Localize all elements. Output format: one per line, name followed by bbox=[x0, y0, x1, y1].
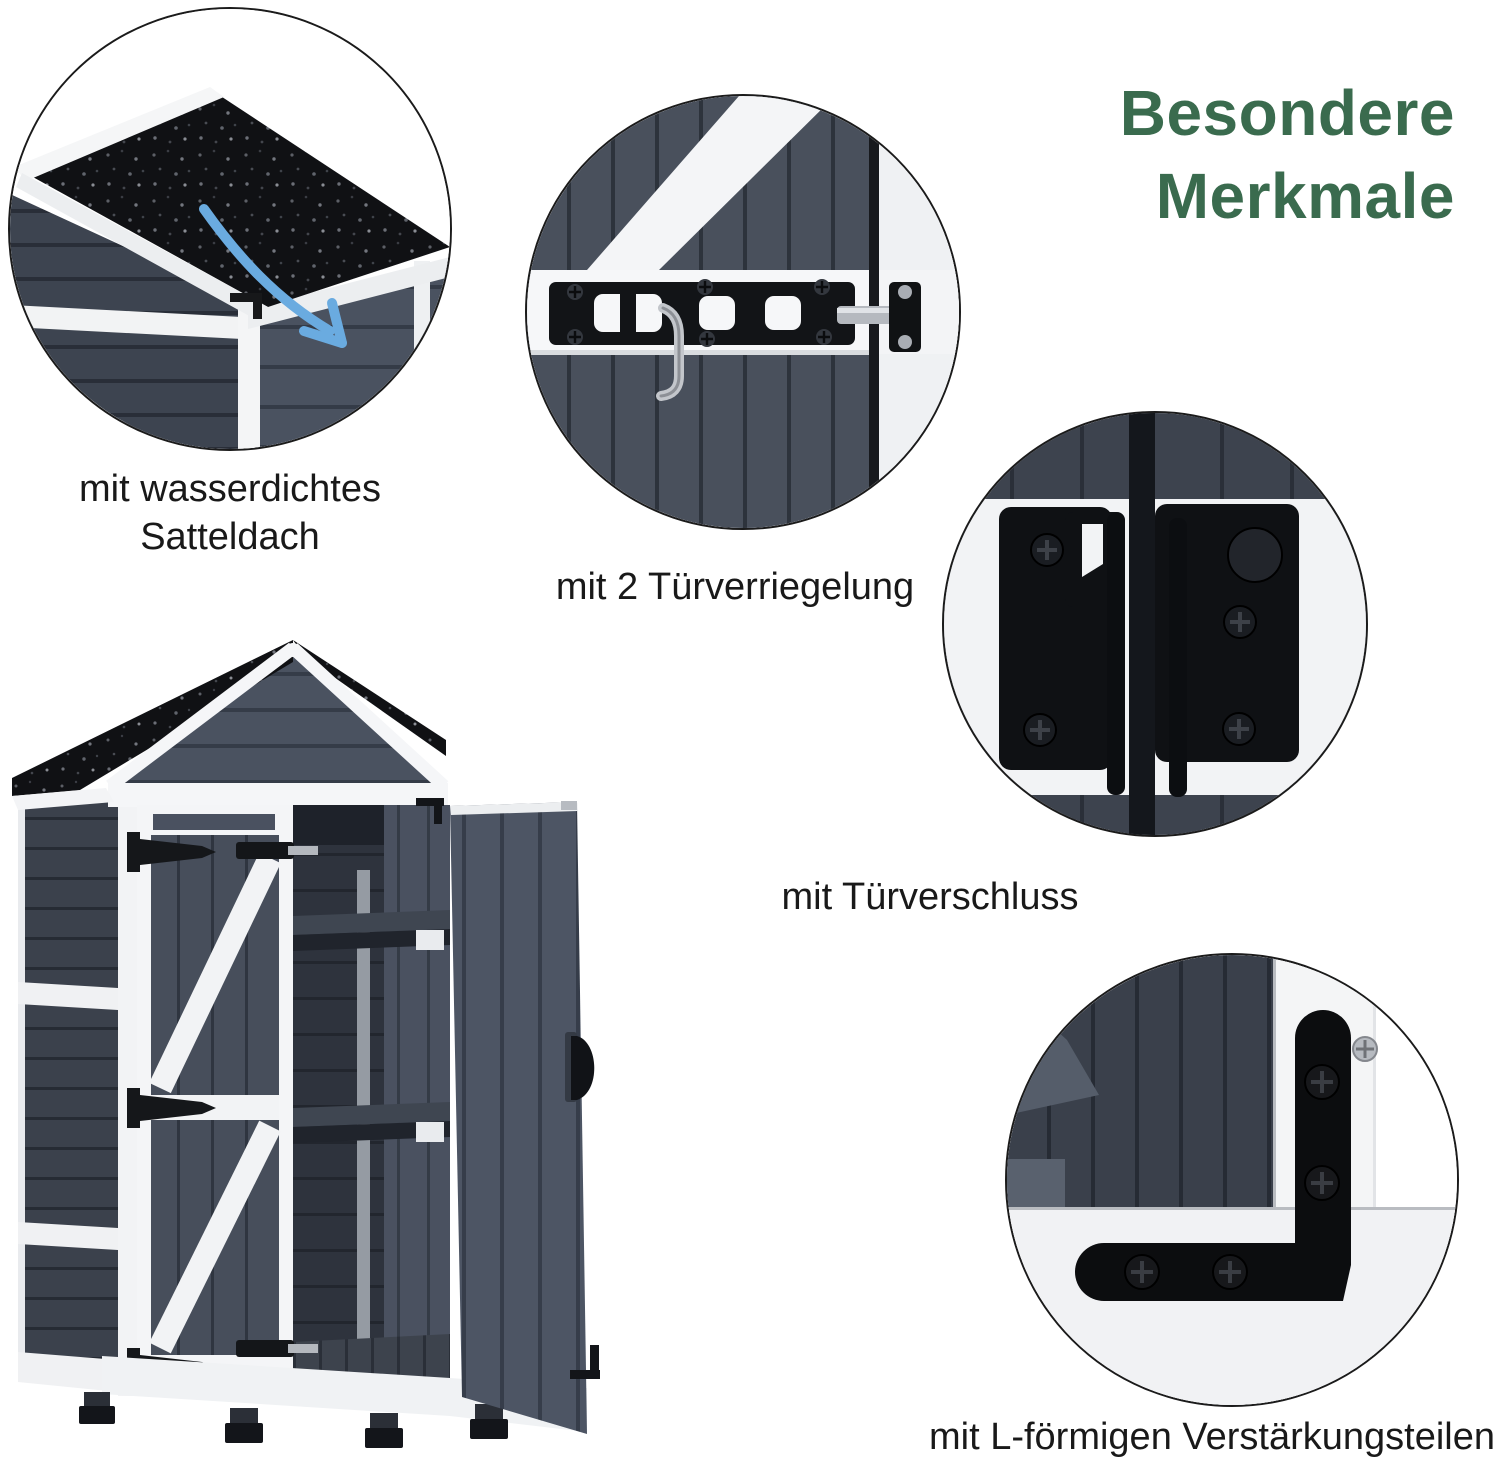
l-bracket-illustration bbox=[1007, 955, 1457, 1405]
page-title-line2: Merkmale bbox=[1155, 159, 1455, 232]
caption-saddle-roof-line2: Satteldach bbox=[140, 515, 320, 558]
caption-l-bracket: mit L-förmigen Verstärkungsteilen bbox=[922, 1414, 1500, 1462]
caption-door-latch: mit Türverschluss bbox=[735, 874, 1125, 922]
arrow-icon bbox=[199, 204, 347, 348]
shed-roof-right bbox=[293, 640, 446, 756]
caption-door-latch-text: mit Türverschluss bbox=[781, 876, 1079, 918]
caption-saddle-roof: mit wasserdichtes Satteldach bbox=[30, 466, 430, 562]
page-title-line1: Besondere bbox=[1119, 77, 1455, 149]
door-bolt-illustration bbox=[527, 96, 959, 528]
shed-closed-door bbox=[137, 805, 293, 1395]
asphalt-roof bbox=[22, 93, 450, 307]
bolt-icon bbox=[236, 842, 318, 1357]
caption-door-bolts: mit 2 Türverriegelung bbox=[515, 564, 955, 612]
shed-photo bbox=[10, 640, 640, 1470]
shed-illustration bbox=[12, 640, 600, 1448]
shed-gable bbox=[108, 650, 446, 788]
shed-open-door bbox=[450, 801, 600, 1434]
roof-detail-illustration bbox=[10, 9, 450, 449]
caption-l-bracket-text: mit L-förmigen Verstärkungsteilen bbox=[928, 1416, 1496, 1458]
shed-feet bbox=[79, 1392, 508, 1448]
shed-roof-left bbox=[12, 640, 293, 796]
shed-side-wall bbox=[18, 792, 118, 1390]
door-latch-illustration bbox=[944, 413, 1366, 835]
l-bracket-photo bbox=[1005, 953, 1459, 1407]
door-latch-photo bbox=[942, 411, 1368, 837]
page-title: Besondere Merkmale bbox=[935, 72, 1455, 237]
door-handle bbox=[571, 1036, 595, 1100]
roof-detail-photo bbox=[8, 7, 452, 451]
caption-saddle-roof-line1: mit wasserdichtes bbox=[79, 468, 381, 510]
caption-door-bolts-text: mit 2 Türverriegelung bbox=[555, 566, 915, 608]
door-bolt-photo bbox=[525, 94, 961, 530]
